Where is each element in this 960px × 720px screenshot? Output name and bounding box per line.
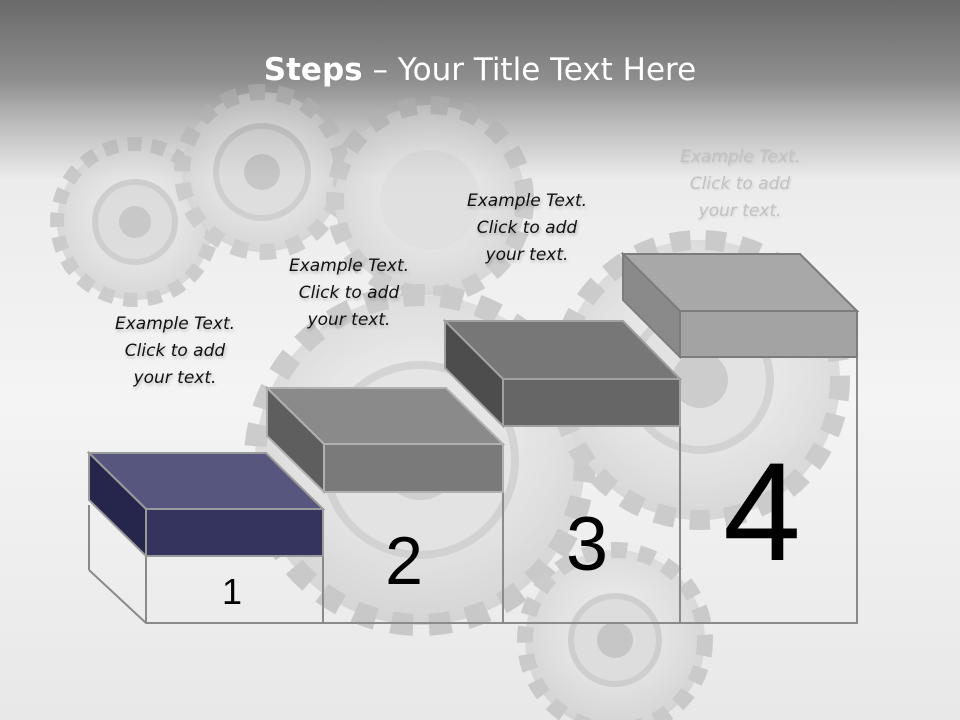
step-3-text[interactable]: Example Text. Click to add your text. (427, 188, 627, 269)
step-1-line-3: your text. (133, 368, 217, 388)
step-4-line-3: your text. (698, 201, 782, 221)
title-rest: – Your Title Text Here (362, 52, 697, 88)
step-4-number: 4 (723, 433, 801, 590)
step-4-block[interactable] (620, 251, 860, 360)
title-bold: Steps (263, 52, 363, 88)
step-1-front (145, 508, 324, 557)
step-1-number: 1 (222, 571, 242, 612)
step-1-line-2: Click to add (124, 341, 226, 361)
step-3-line-3: your text. (485, 245, 569, 265)
step-1-text[interactable]: Example Text. Click to add your text. (75, 311, 275, 392)
step-1-line-1: Example Text. (114, 314, 236, 334)
step-2-line-3: your text. (307, 310, 391, 330)
step-4-line-2: Click to add (689, 174, 791, 194)
step-4-front (679, 310, 858, 358)
step-3-block[interactable] (442, 318, 683, 429)
step-3-number: 3 (566, 502, 608, 587)
step-3-line-1: Example Text. (466, 191, 588, 211)
slide-title[interactable]: Steps – Your Title Text Here (0, 52, 960, 88)
step-2-line-2: Click to add (298, 283, 400, 303)
step-2-front (323, 443, 504, 493)
step-3-line-2: Click to add (476, 218, 578, 238)
step-2-line-1: Example Text. (288, 256, 410, 276)
step-2-block[interactable] (264, 385, 506, 495)
step-4-text[interactable]: Example Text. Click to add your text. (640, 144, 840, 225)
step-2-text[interactable]: Example Text. Click to add your text. (249, 253, 449, 334)
step-2-number: 2 (385, 523, 423, 599)
steps-outline (88, 355, 858, 624)
step-4-line-1: Example Text. (679, 147, 801, 167)
step-1-block[interactable] (86, 450, 326, 559)
step-3-front (502, 378, 681, 427)
